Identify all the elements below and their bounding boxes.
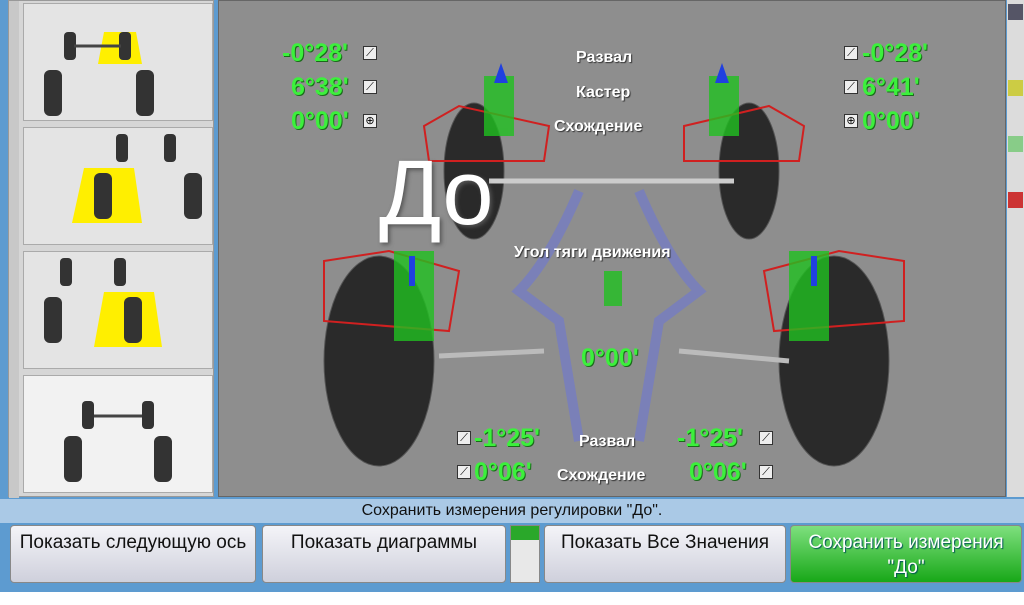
adjust-icon[interactable]: ⟋: [759, 431, 773, 445]
front-right-camber: -0°28': [862, 39, 928, 67]
rear-left-toe: 0°06': [474, 458, 532, 486]
front-left-toe: 0°00': [291, 107, 349, 135]
adjust-icon[interactable]: ⟋: [844, 80, 858, 94]
axle-selector-panel: [8, 0, 214, 498]
rear-right-camber: -1°25': [677, 424, 743, 452]
front-toe-label: Схождение: [554, 118, 643, 135]
tool-icon[interactable]: [1008, 80, 1023, 96]
rear-camber-label: Развал: [579, 433, 636, 450]
car-chassis-illustration: [323, 63, 905, 467]
adjust-icon[interactable]: ⟋: [363, 80, 377, 94]
rear-toe-label: Схождение: [557, 467, 646, 484]
show-next-axle-button[interactable]: Показать следующую ось: [10, 525, 256, 583]
front-right-toe: 0°00': [862, 107, 920, 135]
vehicle-icon[interactable]: [1008, 136, 1023, 152]
app-window: До -0°28' ⟋ 6°38' ⟋ 0°00' ⊕ Развал Касте…: [0, 0, 1024, 592]
front-caster-label: Кастер: [576, 84, 631, 101]
adjust-icon[interactable]: ⟋: [759, 465, 773, 479]
thumb-rear-right[interactable]: [23, 251, 213, 369]
thrust-angle-label: Угол тяги движения: [514, 244, 671, 261]
target-icon[interactable]: ⊕: [844, 114, 858, 128]
alignment-view: До -0°28' ⟋ 6°38' ⟋ 0°00' ⊕ Развал Касте…: [218, 0, 1006, 497]
rear-right-toe: 0°06': [689, 458, 747, 486]
thumb-all[interactable]: [23, 375, 213, 493]
thumb-rear-left[interactable]: [23, 127, 213, 245]
adjust-icon[interactable]: ⟋: [363, 46, 377, 60]
front-left-camber: -0°28': [282, 39, 348, 67]
scrollbar[interactable]: [9, 1, 19, 498]
front-camber-label: Развал: [576, 49, 633, 66]
save-before-button[interactable]: Сохранить измерения "До": [790, 525, 1022, 583]
status-message: Сохранить измерения регулировки "До".: [0, 499, 1024, 523]
computer-icon[interactable]: [1008, 4, 1023, 20]
rear-left-camber: -1°25': [474, 424, 540, 452]
show-all-values-button[interactable]: Показать Все Значения: [544, 525, 786, 583]
before-overlay-label: До: [379, 142, 494, 244]
level-meter: [510, 525, 540, 583]
target-icon[interactable]: ⊕: [363, 114, 377, 128]
tool-sidebar: [1007, 0, 1024, 497]
thrust-angle-value: 0°00': [581, 344, 639, 372]
adjust-icon[interactable]: ⟋: [457, 431, 471, 445]
adjust-icon[interactable]: ⟋: [457, 465, 471, 479]
adjust-icon[interactable]: ⟋: [844, 46, 858, 60]
show-diagrams-button[interactable]: Показать диаграммы: [262, 525, 506, 583]
front-right-caster: 6°41': [862, 73, 920, 101]
front-left-caster: 6°38': [291, 73, 349, 101]
race-flag-icon[interactable]: [1008, 192, 1023, 208]
thumb-front-axle[interactable]: [23, 3, 213, 121]
